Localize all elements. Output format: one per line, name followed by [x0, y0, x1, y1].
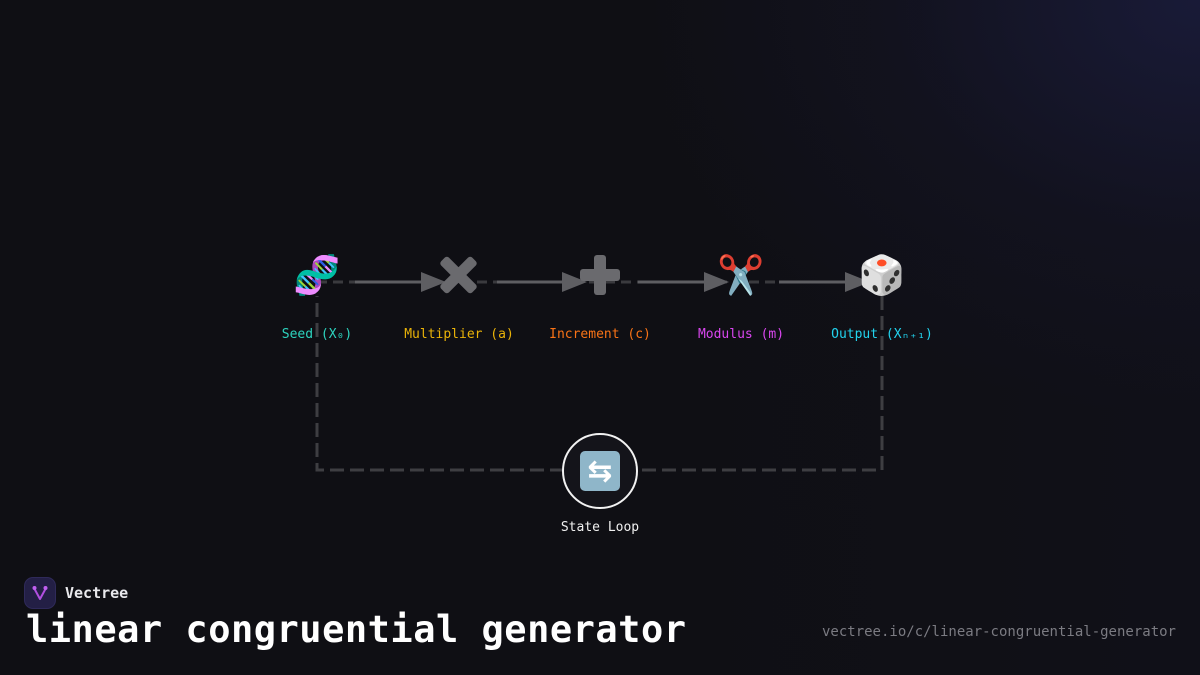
brand-name: Vectree [65, 584, 129, 602]
vectree-logo-icon [24, 577, 56, 609]
dna-icon: 🧬 [293, 253, 341, 297]
page-title: linear congruential generator [26, 608, 687, 651]
node-label-multiplier: Multiplier (a) [404, 327, 514, 342]
plus-icon [575, 250, 625, 300]
node-label-modulus: Modulus (m) [697, 327, 785, 342]
brand: Vectree [24, 577, 128, 609]
loop-edge-output-to-state [636, 296, 884, 472]
state-loop-node: ⇆ [562, 433, 638, 509]
node-label-seed: Seed (X₀) [281, 327, 353, 342]
node-label-increment: Increment (c) [549, 327, 651, 342]
scissors-icon: ✂️ [717, 253, 765, 297]
multiply-icon [433, 250, 483, 300]
node-label-output: Output (Xₙ₊₁) [831, 327, 933, 342]
flow-arrows [355, 272, 870, 292]
dice-icon: 🎲 [858, 253, 906, 297]
repeat-icon: ⇆ [580, 451, 620, 491]
state-loop-label: State Loop [560, 520, 640, 535]
loop-edge-state-to-seed [315, 296, 564, 472]
page-url[interactable]: vectree.io/c/linear-congruential-generat… [821, 624, 1176, 640]
